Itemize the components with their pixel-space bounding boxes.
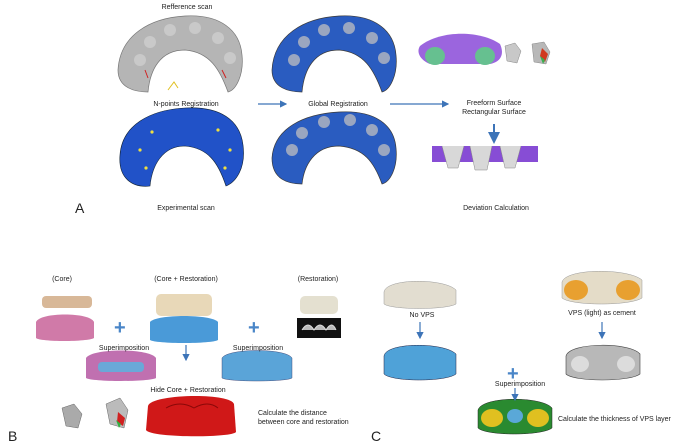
experimental-scan-model	[120, 108, 244, 186]
reference-scan-label: Refference scan	[162, 4, 213, 11]
vps-thickness-model	[478, 399, 552, 434]
vps-light-model	[562, 271, 642, 304]
reference-scan-model	[118, 16, 242, 92]
global-registration-model-bottom	[272, 112, 396, 184]
calculate-distance-label-2: between core and restoration	[258, 419, 349, 426]
core-model	[36, 296, 94, 341]
restoration-model	[297, 296, 341, 338]
core-restoration-model	[150, 294, 218, 343]
no-vps-label: No VPS	[410, 312, 435, 319]
core-restoration-label: (Core + Restoration)	[154, 276, 218, 283]
superimposition-c-label: Superimposition	[495, 381, 545, 388]
vps-gray-model	[566, 345, 640, 380]
panel-letter-b: B	[8, 428, 17, 444]
superimposition-right-label: Superimposition	[233, 345, 283, 352]
no-vps-blue-model	[384, 345, 456, 380]
calculate-distance-label-1: Calculate the distance	[258, 410, 327, 417]
core-label: (Core)	[52, 276, 72, 283]
vps-light-label: VPS (light) as cement	[568, 310, 636, 317]
plus-icon-right: +	[248, 318, 260, 338]
panel-letter-a: A	[75, 200, 84, 216]
global-registration-label: Global Registration	[308, 101, 368, 108]
no-vps-model	[384, 281, 456, 308]
global-registration-model-top	[272, 16, 396, 92]
distance-red-model	[146, 396, 236, 436]
rectangular-surface-label: Rectangular Surface	[462, 109, 526, 116]
freeform-section-models	[418, 34, 550, 65]
deviation-calculation-label: Deviation Calculation	[463, 205, 529, 212]
deviation-model	[432, 146, 538, 170]
freeform-surface-label: Freeform Surface	[467, 100, 521, 107]
hide-core-restoration-label: Hide Core + Restoration	[150, 387, 225, 394]
calculate-thickness-label: Calculate the thickness of VPS layer	[558, 416, 671, 423]
experimental-scan-label: Experimental scan	[157, 205, 215, 212]
n-points-registration-label: N-points Registration	[153, 101, 218, 108]
panel-letter-c: C	[371, 428, 381, 444]
restoration-label: (Restoration)	[298, 276, 338, 283]
distance-small-models	[62, 398, 128, 428]
hide-core-left-model	[86, 351, 156, 382]
plus-icon-left: +	[114, 318, 126, 338]
hide-core-right-model	[222, 351, 292, 382]
superimposition-left-label: Superimposition	[99, 345, 149, 352]
